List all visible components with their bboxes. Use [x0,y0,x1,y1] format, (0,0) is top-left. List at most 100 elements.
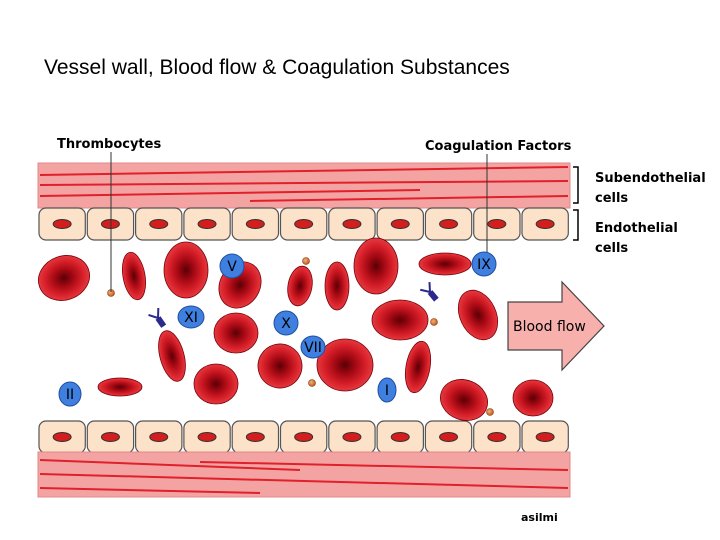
endothelial-cell [183,207,231,241]
endothelial-cell [376,207,425,241]
endothelial-layer-top [38,207,569,241]
endothelial-cell [424,207,473,241]
nucleus-icon [245,432,265,442]
red-blood-cell [404,340,432,394]
nucleus-icon [487,219,507,229]
nucleus-icon [197,432,217,442]
nucleus-icon [100,432,120,442]
nucleus-icon [487,432,507,442]
endothelial-layer-bottom [38,420,569,454]
platelet-icon [430,318,438,326]
red-blood-cell [213,312,259,354]
nucleus-icon [100,219,120,229]
nucleus-icon [390,432,410,442]
nucleus-icon [245,219,265,229]
factor-label: VII [304,340,322,356]
red-blood-cell [440,379,488,421]
factor-badge: I [377,377,397,403]
platelet-icon [302,257,310,265]
credit-text: asilmi [521,511,558,524]
nucleus-icon [294,432,314,442]
red-blood-cell [353,237,399,295]
platelet-icon [486,408,494,416]
factor-label: X [281,316,291,332]
endothelial-cell [473,420,521,454]
endothelial-cell [183,420,231,454]
factor-badge: II [58,381,82,407]
red-blood-cell [457,289,499,341]
endothelial-cell [328,207,376,241]
endothelial-cell [521,207,569,241]
blood-flow-arrow: Blood flow [507,280,605,372]
nucleus-icon [149,219,169,229]
nucleus-icon [390,219,410,229]
nucleus-icon [342,219,362,229]
red-blood-cell [512,379,554,417]
endothelial-cell [135,420,183,454]
endothelial-cell [86,420,135,454]
endothelial-cell [521,420,569,454]
endothelial-cell [473,207,521,241]
endothelial-cell [231,207,280,241]
factor-badge: X [273,310,299,336]
endothelial-cell [424,420,473,454]
nucleus-icon [439,432,459,442]
subendothelial-label-line2: cells [595,191,628,206]
antibody-icon [420,281,439,302]
endothelial-cell [135,207,183,241]
endothelial-cell [231,420,280,454]
factor-label: I [385,383,389,399]
red-blood-cells [38,237,554,421]
factor-label: IX [477,257,491,273]
red-blood-cell [324,261,350,311]
endothelial-label-line2: cells [595,241,628,256]
platelet-icon [308,379,316,387]
coagulation-factors-label: Coagulation Factors [425,139,572,154]
antibodies [148,281,439,328]
red-blood-cell [193,363,239,405]
endothelial-label-line1: Endothelial [595,221,678,236]
nucleus-icon [439,219,459,229]
nucleus-icon [342,432,362,442]
factor-badge: V [219,253,245,279]
red-blood-cell [158,330,186,382]
red-blood-cell [316,338,374,392]
endothelial-cell [279,420,328,454]
subendothelial-layer-bottom [37,451,571,498]
factor-badge: VII [300,335,326,359]
factor-label: V [227,259,237,275]
subendothelial-layer-top [37,162,571,209]
red-blood-cell [257,343,303,389]
red-blood-cell [418,252,472,276]
endothelial-cell [38,207,86,241]
endothelial-cell [376,420,425,454]
nucleus-icon [294,219,314,229]
red-blood-cell [371,299,429,341]
factor-label: II [66,387,74,403]
endothelial-cell [38,420,86,454]
nucleus-icon [52,219,72,229]
nucleus-icon [149,432,169,442]
red-blood-cell [163,241,209,299]
factor-badge: XI [177,305,205,329]
red-blood-cell [287,265,313,307]
factor-badge: IX [471,251,497,277]
nucleus-icon [535,219,555,229]
endothelial-bracket [573,209,579,241]
blood-flow-label: Blood flow [513,319,586,335]
red-blood-cell [38,255,90,301]
nucleus-icon [197,219,217,229]
endothelial-cell [328,420,376,454]
antibody-icon [148,307,167,328]
thrombocytes-label: Thrombocytes [57,137,161,152]
endothelial-cell [279,207,328,241]
subendothelial-label-line1: Subendothelial [595,171,706,186]
nucleus-icon [535,432,555,442]
red-blood-cell [97,377,143,397]
nucleus-icon [52,432,72,442]
red-blood-cell [121,251,147,301]
page-title: Vessel wall, Blood flow & Coagulation Su… [44,56,510,79]
factor-label: XI [184,310,198,326]
